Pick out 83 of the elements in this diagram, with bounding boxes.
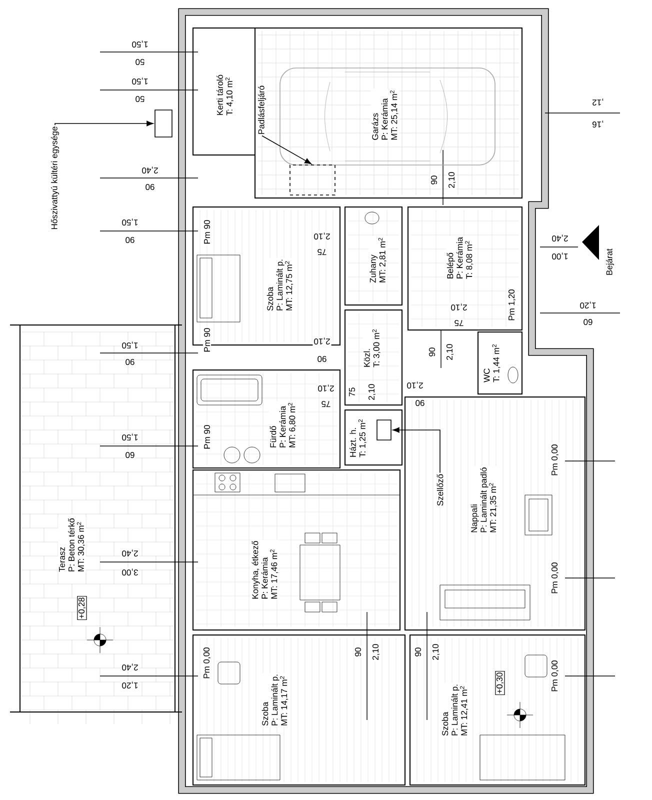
attic-hatch bbox=[290, 164, 336, 196]
dimension-label: 90 bbox=[124, 236, 136, 244]
parapet-label: Pm 0,00 bbox=[202, 646, 212, 680]
dimension-label: 50 bbox=[134, 95, 146, 104]
callout-text: Padlásfeljáró bbox=[256, 84, 267, 136]
leader-arrow bbox=[392, 427, 440, 474]
dimension-label: 2,40 bbox=[120, 662, 140, 672]
room-label: Házt. h. T: 1,25 m$^{2}$ bbox=[348, 418, 368, 458]
room bbox=[344, 410, 402, 466]
dimension-label: 2,10 bbox=[406, 380, 424, 390]
dimension-label: 2,40 bbox=[120, 548, 140, 558]
leader-arrow bbox=[54, 120, 154, 126]
dimension-label: 90 bbox=[316, 355, 328, 364]
callout-text: Szellőző bbox=[436, 472, 444, 508]
room bbox=[404, 396, 586, 630]
parapet-label: Pm 90 bbox=[203, 424, 211, 450]
dimension-label: 2,10 bbox=[450, 302, 468, 312]
room bbox=[254, 28, 522, 198]
room-label: Garázs P: Kerámia MT: 25,14 m$^{2}$ bbox=[370, 88, 400, 142]
dimension-label: 75 bbox=[316, 248, 328, 256]
dimension-label: 2,10 bbox=[371, 642, 380, 662]
room bbox=[20, 324, 176, 712]
room-label: Szoba P: Laminált p. MT: 14,17 m$^{2}$ bbox=[260, 673, 290, 727]
dimension-label: 1,50 bbox=[130, 76, 150, 86]
dimension-label: 60 bbox=[582, 318, 594, 326]
dimension-label: 2,10 bbox=[316, 384, 336, 393]
room-label: Szoba P: Laminált p. MT: 12,75 m$^{2}$ bbox=[266, 258, 294, 312]
dimension-label: 90 bbox=[414, 646, 422, 658]
dimension-label: 2,40 bbox=[550, 234, 570, 243]
room-label: Szoba P: Laminált p. MT: 12,41 m$^{2}$ bbox=[440, 683, 470, 737]
dimension-label: 90 bbox=[414, 399, 426, 408]
parapet-label: Pm 1,20 bbox=[507, 288, 516, 322]
room bbox=[192, 634, 406, 786]
room bbox=[344, 310, 402, 406]
dimension-label: 3,00 bbox=[120, 568, 140, 577]
entrance-label: Bejárat bbox=[604, 248, 615, 276]
room-label: Közl. T: 3,00 m$^{2}$ bbox=[362, 328, 382, 368]
dimension-label: 1,00 bbox=[550, 252, 570, 261]
room-label: Terasz P: Beton térkő MT: 30,36 m$^{2}$ bbox=[58, 517, 86, 573]
room-label: Kerti tároló T: 4,10 m$^{2}$ bbox=[216, 73, 234, 117]
dimension-label: 2,10 bbox=[368, 382, 376, 402]
dimension-label: 50 bbox=[134, 58, 146, 66]
level-mark: +0,30 bbox=[495, 670, 505, 696]
dimension-label: 1,50 bbox=[120, 340, 140, 350]
room-label: Konyha, étkező P: Kerámia MT: 17,46 m$^{2}$ bbox=[250, 540, 280, 600]
dimension-label: 60 bbox=[124, 451, 136, 460]
dimension-label: ,12 bbox=[591, 98, 605, 107]
dimension-label: ,16 bbox=[591, 120, 605, 129]
parapet-label: Pm 0,00 bbox=[550, 443, 560, 477]
dimension-label: 1,20 bbox=[120, 680, 140, 690]
dimension-label: 90 bbox=[428, 346, 436, 358]
callout-text: Hőszivattyú kültéri egysége bbox=[50, 125, 60, 231]
level-mark: +0,28 bbox=[77, 596, 87, 620]
dimension-label: 2,10 bbox=[312, 336, 332, 346]
outdoor-unit bbox=[154, 110, 172, 138]
dimension-label: 2,10 bbox=[448, 170, 456, 190]
parapet-label: Pm 90 bbox=[203, 218, 211, 246]
room bbox=[192, 470, 400, 630]
room bbox=[478, 332, 522, 394]
dimension-label: 1,50 bbox=[120, 432, 140, 442]
dimension-label: 1,50 bbox=[120, 218, 140, 227]
dimension-label: 1,20 bbox=[578, 300, 598, 310]
vent-shaft bbox=[376, 420, 392, 440]
room-label: Belépő P: Kerámia T: 8,08 m$^{2}$ bbox=[446, 236, 474, 280]
parapet-label: Pm 0,00 bbox=[550, 561, 560, 595]
leader-arrow bbox=[262, 135, 312, 164]
dimension-label: 2,10 bbox=[312, 232, 332, 241]
dimension-label: 75 bbox=[320, 400, 332, 408]
dimension-label: 90 bbox=[124, 358, 136, 366]
dimension-label: 75 bbox=[453, 319, 465, 327]
dimension-label: 2,10 bbox=[446, 342, 454, 362]
dimension-label: 2,40 bbox=[140, 166, 160, 175]
room bbox=[344, 206, 402, 306]
room bbox=[192, 28, 256, 156]
room-label: Nappali P: Laminált padló MT: 21,35 m$^{2}$ bbox=[470, 466, 498, 534]
room-label: WC T: 1,44 m$^{2}$ bbox=[482, 342, 502, 384]
room-label: Fürdő P: Kerámia MT: 6,80 m$^{2}$ bbox=[268, 401, 298, 449]
dimension-label: 1,50 bbox=[130, 40, 150, 49]
room bbox=[410, 634, 586, 786]
dimension-label: 90 bbox=[144, 183, 156, 192]
room-label: Zuhany MT: 2,81 m$^{2}$ bbox=[368, 236, 388, 284]
dimension-label: 75 bbox=[348, 386, 356, 398]
parapet-label: Pm 90 bbox=[203, 326, 211, 354]
